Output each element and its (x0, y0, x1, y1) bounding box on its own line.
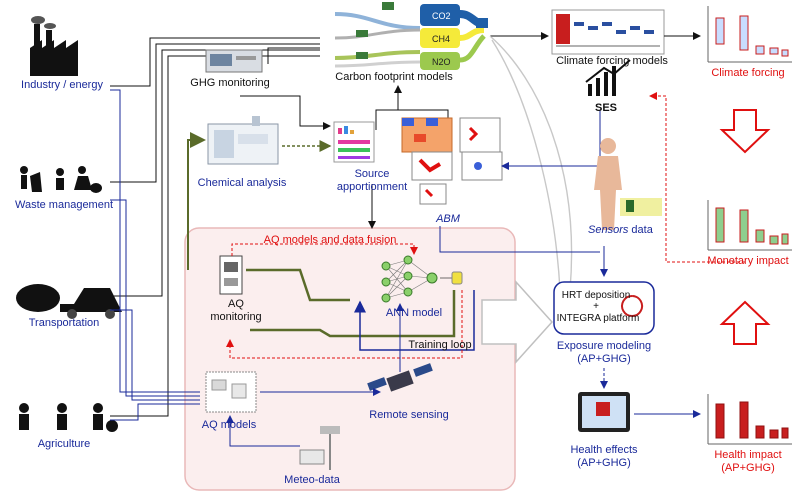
remote-sensing-label: Remote sensing (369, 409, 449, 421)
plus-label: + (593, 301, 599, 312)
satellite-icon (367, 363, 433, 392)
sensors-rest: data (628, 224, 653, 236)
aq-monitor-station (219, 255, 243, 295)
grey-big-arrow (481, 280, 554, 364)
chemical-analysis-device (207, 116, 279, 165)
source-industry-label: Industry / energy (21, 79, 103, 91)
abm-to-cf-line (398, 109, 449, 120)
carbon-footprint-graphic: CO2 CH4 N2O (334, 2, 488, 70)
climate-forcing-impact-label: Climate forcing (711, 67, 785, 79)
red-fusion-dashed (231, 243, 418, 256)
climate-model-graphic (551, 9, 665, 55)
source-apportionment-graphic (333, 121, 375, 163)
ann-model-label: ANN model (385, 307, 443, 319)
olive-monitor-to-ann (246, 268, 350, 302)
monetary-impact-plot (707, 200, 792, 251)
meteo-to-aqmodels-line (226, 415, 300, 447)
abm-to-exposure-line (439, 226, 600, 253)
training-loop-label: Training loop (408, 339, 472, 351)
source-agriculture-label: Agriculture (37, 438, 91, 450)
ses-chart-icon (585, 59, 631, 96)
ann-nodes (381, 255, 438, 303)
monetary-to-ses-dashed (649, 92, 745, 263)
integra-label: INTEGRA platform (556, 313, 640, 324)
olive-training-loop (250, 290, 456, 338)
ses-label: SES (594, 102, 618, 114)
climate-forcing-models-label: Climate forcing models (556, 55, 668, 67)
source-to-cf-arrow (375, 85, 402, 130)
abm-grid-graphic (401, 117, 503, 205)
ghg-monitoring-label: GHG monitoring (190, 77, 270, 89)
ch4-label: CH4 (432, 34, 450, 44)
red-arrow-down (719, 109, 771, 154)
source-waste-label: Waste management (14, 199, 114, 211)
exposure-modeling-label: Exposure modeling (AP+GHG) (556, 340, 652, 365)
health-effects-label: Health effects (AP+GHG) (570, 444, 638, 469)
exposure-box (553, 281, 655, 335)
source-to-aq-lines (110, 89, 200, 421)
waste-icon (20, 166, 102, 193)
grey-cf-to-exposure-2 (491, 39, 561, 291)
sensors-italic: Sensors (588, 224, 629, 236)
climate-impact-plot (707, 6, 792, 63)
aq-panel (184, 227, 516, 491)
aq-models-label: AQ models (201, 419, 257, 431)
carbon-footprint-label: Carbon footprint models (335, 71, 453, 83)
co2-label: CO2 (432, 11, 451, 21)
grey-cf-to-exposure (489, 35, 573, 291)
aq-fusion-label: AQ models and data fusion (263, 234, 397, 246)
ann-output-node (451, 271, 463, 285)
abm-label: ABM (436, 213, 460, 225)
source-transport-label: Transportation (28, 317, 100, 329)
factory-icon (30, 16, 78, 76)
chemical-analysis-label: Chemical analysis (197, 177, 287, 189)
hrt-deposition-label: HRT deposition (561, 290, 631, 301)
ghg-to-cf-line (267, 47, 320, 64)
n2o-label: N2O (432, 57, 451, 67)
ghg-monitor-device (205, 49, 263, 73)
red-arrow-up (719, 300, 771, 345)
tablet-icon (578, 392, 630, 432)
meteo-data-label: Meteo-data (284, 474, 340, 486)
person-body-icon (594, 138, 622, 230)
olive-monitor-to-chem (187, 132, 206, 270)
aq-monitoring-label: AQ monitoring (210, 298, 262, 323)
aq-models-box (205, 371, 257, 413)
source-apportionment-label: Source apportionment (336, 168, 408, 193)
health-impact-plot (707, 394, 792, 445)
agriculture-icon (19, 403, 118, 432)
health-impact-label: Health impact (AP+GHG) (714, 449, 782, 474)
monetary-impact-label: Monetary impact (707, 255, 789, 267)
meteo-station-icon (299, 426, 340, 470)
ghg-to-source-line (240, 95, 331, 130)
training-loop-blue (354, 290, 475, 351)
car-icon (16, 284, 122, 319)
sensors-data-label: Sensors data (588, 224, 653, 237)
ses-to-abm-arrow (501, 110, 601, 170)
